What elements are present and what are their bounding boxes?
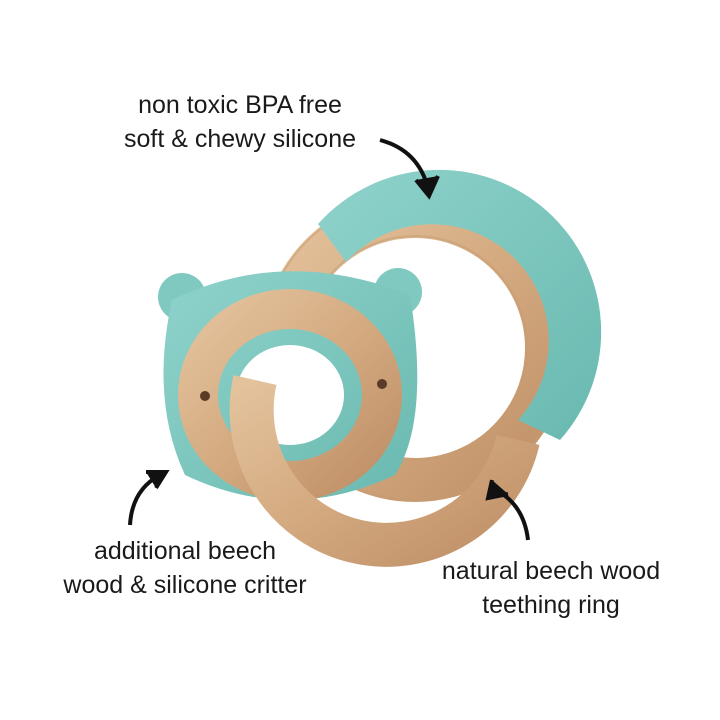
arrow-to-wood-ring [485,479,530,541]
callout-silicone-line2: soft & chewy silicone [123,125,357,153]
arrow-to-critter [128,470,170,526]
callout-silicone: non toxic BPA free soft & chewy silicone [95,88,385,156]
callout-wood-ring-line1: natural beech wood [441,557,661,585]
callout-critter-line2: wood & silicone critter [63,571,307,599]
bear-critter [158,268,422,501]
callout-critter-line1: additional beech [93,537,277,565]
silicone-ring-sleeve [318,169,602,440]
callout-silicone-line1: non toxic BPA free [138,91,342,119]
callout-wood-ring-line2: teething ring [482,591,620,619]
bear-left-eye [200,391,210,401]
callout-wood-ring: natural beech wood teething ring [412,554,690,622]
arrow-to-silicone [379,138,440,200]
callout-critter: additional beech wood & silicone critter [30,534,340,602]
bear-right-eye [377,379,387,389]
